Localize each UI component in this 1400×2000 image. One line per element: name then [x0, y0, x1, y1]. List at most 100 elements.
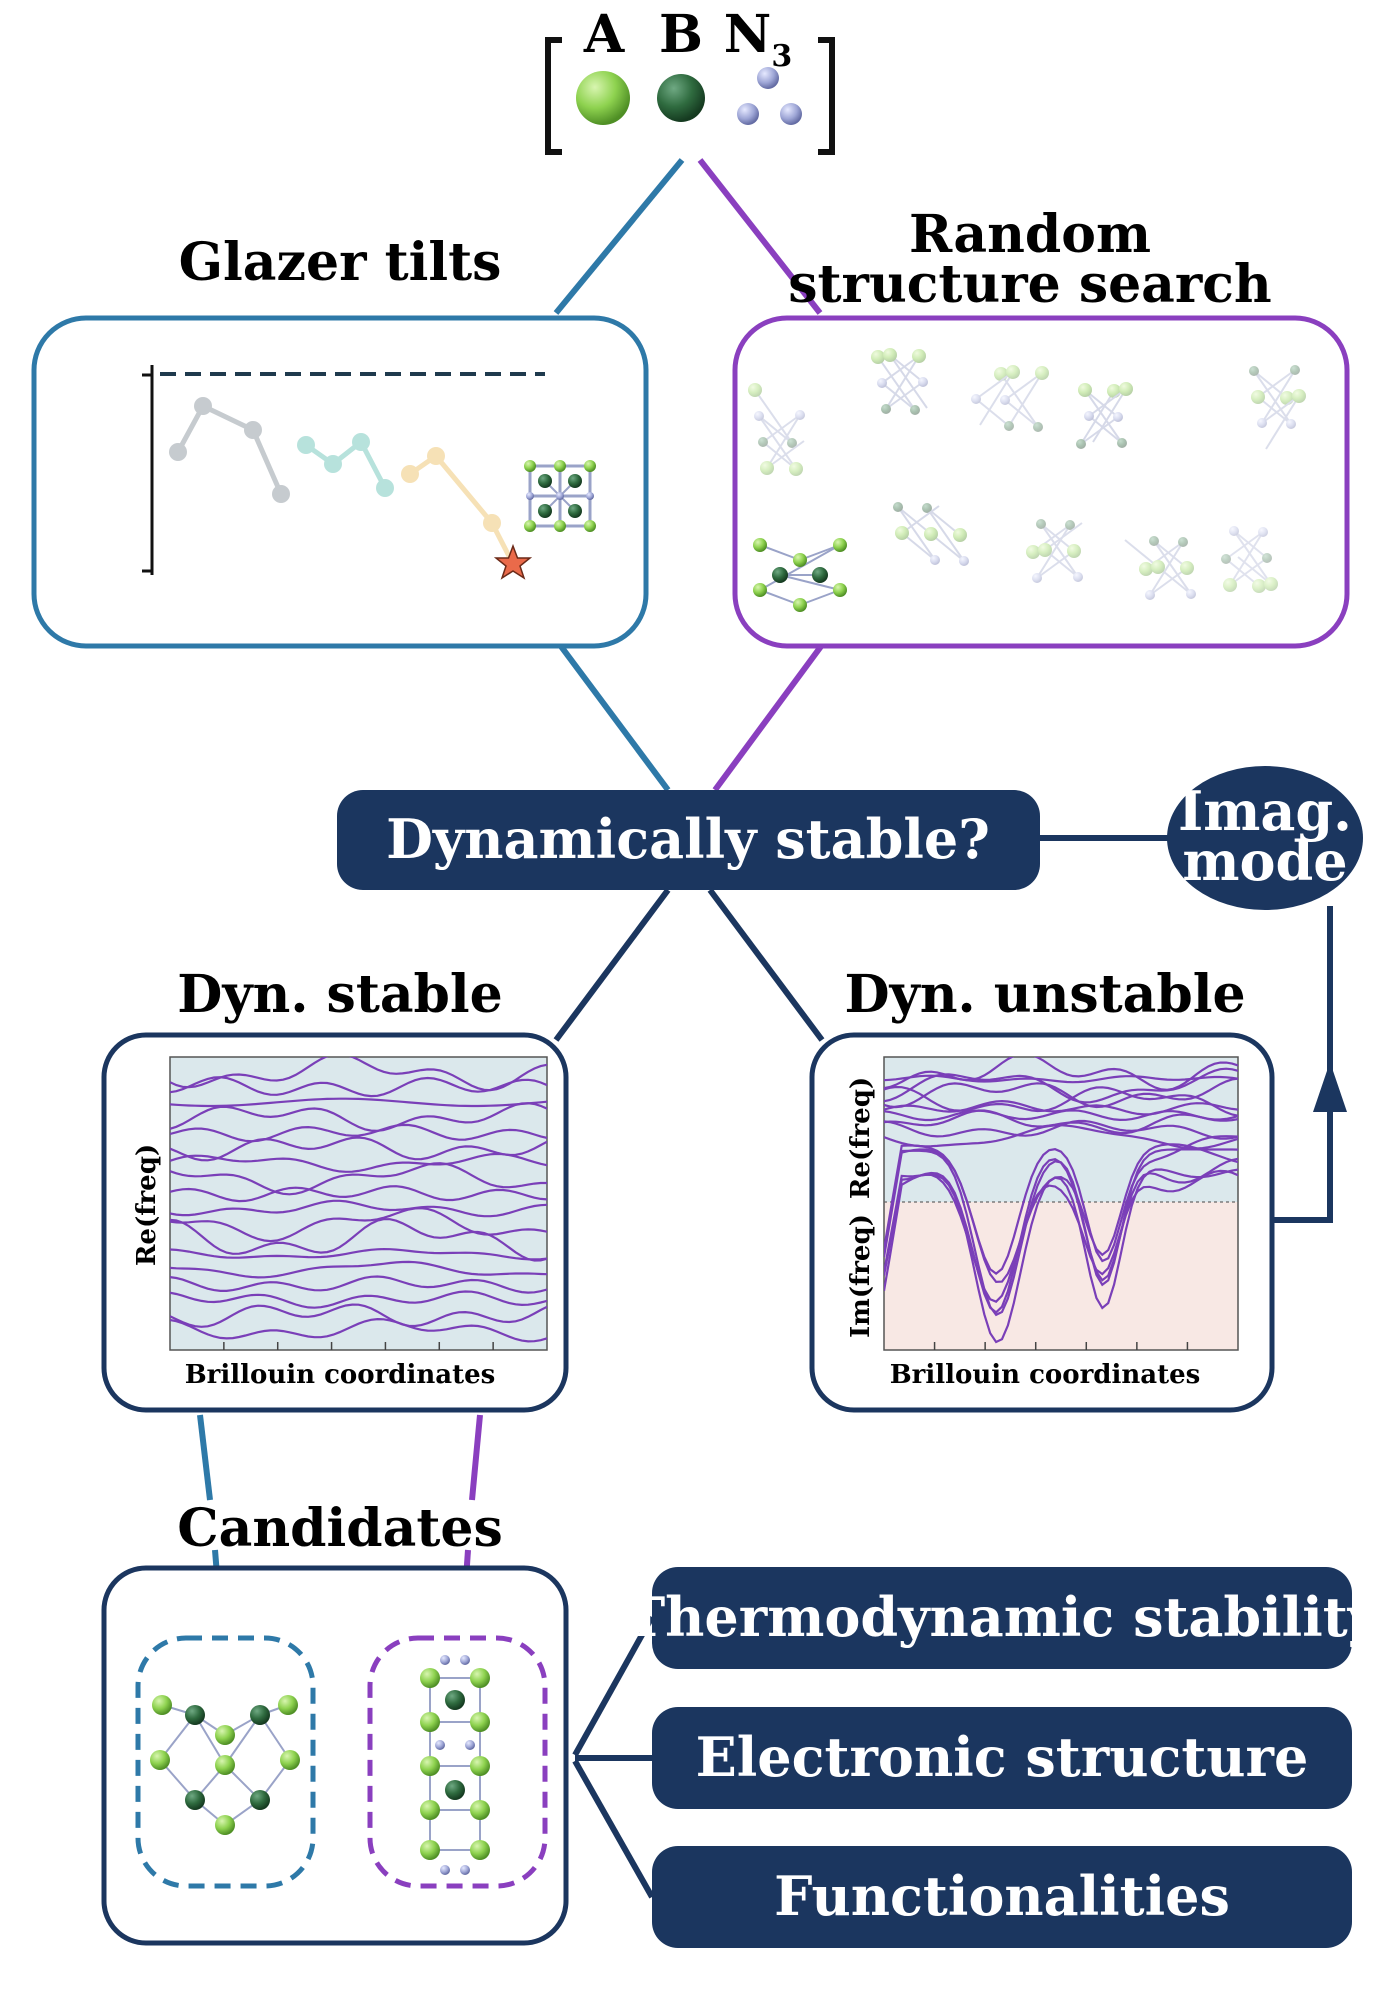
- random-structure-icon: [1124, 536, 1196, 600]
- candidate-random-structure-icon: [420, 1655, 490, 1875]
- candidates-title: Candidates: [177, 1498, 502, 1559]
- stable-xlabel: Brillouin coordinates: [185, 1360, 496, 1390]
- connector-formula-random: [697, 158, 823, 315]
- connector-formula-glazer: [553, 158, 685, 315]
- connector-decision-unstable: [707, 888, 825, 1042]
- glazer-title: Glazer tilts: [179, 232, 502, 293]
- random-structure-icon: [1249, 365, 1306, 450]
- random-structures: [748, 348, 1306, 612]
- tilt-point: [244, 421, 262, 439]
- tilt-path-yellow: [408, 452, 515, 564]
- unstable-ylabel-re: Re(freq): [846, 1077, 876, 1199]
- band-line: [170, 1123, 547, 1143]
- functionalities-pill: [652, 1846, 1352, 1948]
- random-structure-icon: [1076, 382, 1133, 449]
- random-structure-icon: [1221, 526, 1278, 593]
- band-line: [170, 1247, 547, 1261]
- stable-ticks: [223, 1342, 494, 1350]
- formula-header: A B N3: [545, 4, 835, 155]
- atom-a-icon: [576, 71, 630, 125]
- tilt-point: [272, 485, 290, 503]
- a-site-label: A: [583, 4, 625, 65]
- unstable-title: Dyn. unstable: [844, 964, 1245, 1025]
- candidate-random-box: [367, 1635, 548, 1889]
- atom-b-icon: [657, 74, 705, 122]
- b-site-label: B: [659, 4, 703, 65]
- candidate-glazer-box: [135, 1635, 316, 1889]
- tilt-point: [401, 465, 419, 483]
- connector-unstable-imag: [1272, 906, 1333, 1223]
- band-line: [884, 1109, 1238, 1122]
- tilt-path-teal: [304, 438, 388, 490]
- candidate-structures: [150, 1655, 490, 1875]
- atom-n-icon: [737, 103, 759, 125]
- unstable-xlabel: Brillouin coordinates: [890, 1360, 1201, 1390]
- random-structure-icon: [1026, 519, 1083, 583]
- functionalities-label: Functionalities: [774, 1864, 1230, 1928]
- band-line: [170, 1317, 547, 1343]
- random-structure-icon: [871, 348, 928, 415]
- band-line: [884, 1124, 1238, 1150]
- band-line: [170, 1275, 547, 1294]
- tilt-point: [483, 514, 501, 532]
- connector-stable-candidate-purple: [469, 1414, 483, 1501]
- tilt-point: [194, 397, 212, 415]
- stable-bands: [170, 1057, 547, 1343]
- selected-random-structure-icon: [753, 538, 847, 612]
- tilt-point: [427, 447, 445, 465]
- band-line: [170, 1303, 547, 1328]
- atom-n-icon: [780, 103, 802, 125]
- n-site-label: N3: [724, 4, 792, 74]
- band-line: [884, 1157, 1238, 1314]
- band-line: [170, 1218, 547, 1262]
- stable-ylabel: Re(freq): [132, 1144, 162, 1266]
- connector-glazer-decision: [557, 643, 671, 792]
- band-line: [884, 1085, 1238, 1117]
- tilt-point: [324, 455, 342, 473]
- connector-random-decision: [712, 643, 825, 792]
- band-line: [170, 1076, 547, 1098]
- electronic-structure-label: Electronic structure: [696, 1725, 1309, 1789]
- stable-title: Dyn. stable: [177, 964, 503, 1025]
- tilt-point: [169, 443, 187, 461]
- thermodynamic-stability-label: Thermodynamic stability: [625, 1585, 1381, 1649]
- decision-pill: [337, 790, 1040, 890]
- band-line: [170, 1136, 547, 1162]
- arrow-up-icon: [1313, 1062, 1347, 1112]
- tilt-point: [352, 433, 370, 451]
- thermodynamic-stability-pill: [652, 1567, 1352, 1669]
- connector-decision-stable: [553, 888, 671, 1042]
- band-line: [170, 1162, 547, 1196]
- left-bracket: [545, 37, 562, 155]
- candidate-glazer-structure-icon: [150, 1695, 300, 1835]
- connectors: [197, 158, 1333, 1899]
- imag-mode-node: [1167, 766, 1363, 910]
- unstable-ylabel-im: Im(freq): [846, 1214, 876, 1338]
- band-line: [170, 1260, 547, 1279]
- band-line: [170, 1199, 547, 1218]
- band-line: [170, 1152, 547, 1173]
- connector-candidates-thermo: [572, 1615, 655, 1757]
- unstable-bands: [884, 1057, 1238, 1344]
- band-line: [884, 1143, 1238, 1284]
- band-line: [884, 1074, 1238, 1084]
- glazer-energy-plot: [142, 365, 596, 580]
- random-search-panel: [732, 315, 1350, 649]
- band-line: [884, 1169, 1238, 1303]
- band-line: [170, 1185, 547, 1203]
- random-title-line2: structure search: [788, 254, 1272, 315]
- unstable-ticks: [933, 1342, 1189, 1350]
- glazer-structure-icon: [524, 460, 596, 532]
- tilt-point: [376, 479, 394, 497]
- imag-mode-line2: mode: [1182, 829, 1347, 893]
- band-line: [170, 1097, 547, 1108]
- random-structure-icon: [748, 383, 805, 476]
- random-structure-icon: [893, 502, 969, 566]
- unstable-imag-area: [884, 1202, 1238, 1350]
- band-line: [884, 1109, 1238, 1135]
- unstable-plot-frame: [883, 1056, 1239, 1351]
- band-line: [170, 1102, 547, 1132]
- band-line: [170, 1290, 547, 1309]
- tilt-point: [297, 436, 315, 454]
